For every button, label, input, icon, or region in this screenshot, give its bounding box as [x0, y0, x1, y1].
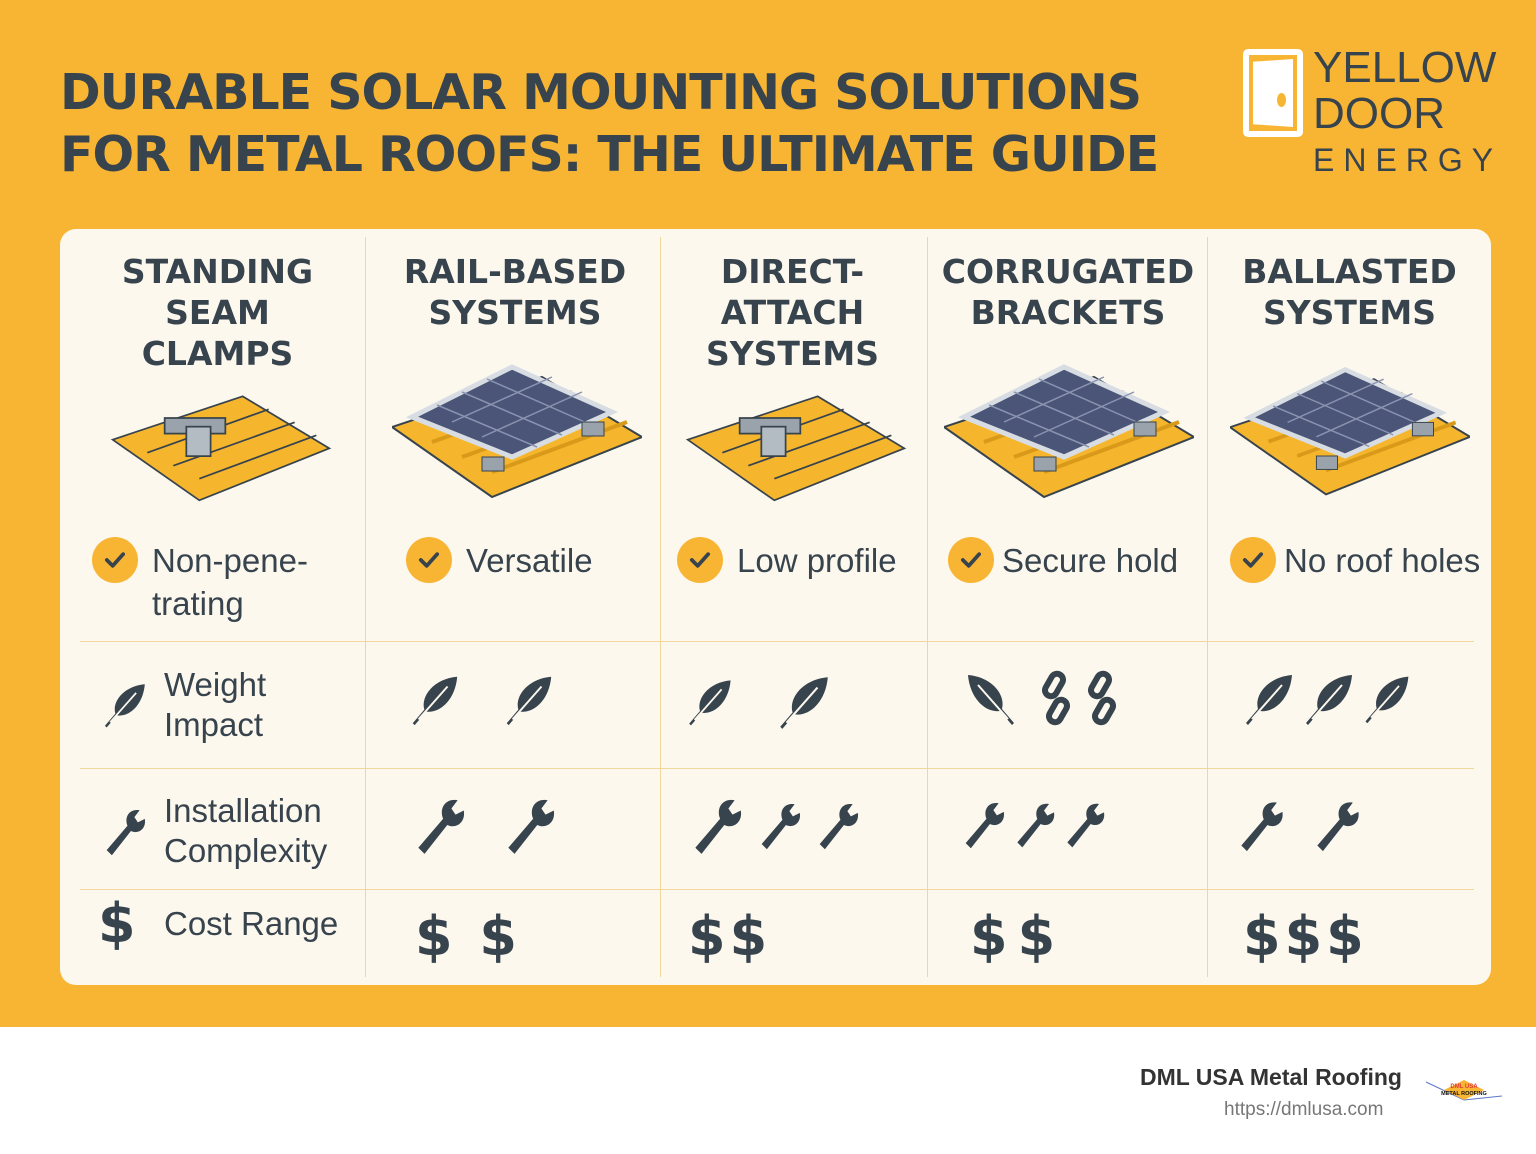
rail-based-illustration: [392, 357, 642, 507]
feather-icon: [1238, 669, 1298, 729]
check-icon: [948, 537, 994, 583]
footer-url[interactable]: https://dmlusa.com: [1224, 1099, 1384, 1120]
installation-rating: [957, 791, 1109, 857]
row-label-cost: $Cost Range: [98, 892, 339, 955]
column-divider: [365, 237, 366, 977]
feather-icon: [682, 675, 736, 729]
column-divider: [1207, 237, 1208, 977]
screwdriver-icon: [98, 795, 150, 867]
wrench-icon: [957, 791, 1009, 857]
installation-rating: [408, 793, 560, 857]
feather-icon: [958, 669, 1026, 729]
row-divider: [80, 768, 1474, 769]
feather-icon: [98, 679, 150, 731]
door-icon: [1243, 49, 1303, 137]
feather-icon: [1358, 671, 1414, 727]
check-icon: [677, 537, 723, 583]
page-title: DURABLE SOLAR MOUNTING SOLUTIONS FOR MET…: [60, 62, 1159, 186]
wrench-icon: [753, 793, 805, 857]
installation-rating: [1232, 795, 1364, 855]
check-icon: [92, 537, 138, 583]
wrench-icon: [1232, 795, 1288, 855]
weight-rating: [682, 671, 834, 733]
standing-seam-clamp-illustration: [96, 379, 346, 509]
installation-rating: [685, 793, 863, 857]
cost-rating: $ $: [415, 905, 521, 968]
feather-icon: [499, 671, 557, 729]
check-icon: [1230, 537, 1276, 583]
chain-icon: [1088, 669, 1118, 729]
wrench-icon: [1009, 791, 1059, 857]
cost-rating: $$: [970, 905, 1066, 968]
svg-text:DML USA: DML USA: [1450, 1084, 1478, 1090]
weight-rating: [958, 669, 1118, 729]
logo-text: ENERGY: [1313, 142, 1503, 178]
cost-rating: $$$: [1243, 905, 1368, 968]
title-line: FOR METAL ROOFS: THE ULTIMATE GUIDE: [60, 126, 1159, 183]
feature-item: Non-pene-trating: [92, 537, 308, 625]
column-divider: [660, 237, 661, 977]
ballasted-illustration: [1230, 357, 1470, 507]
feature-item: Low profile: [677, 537, 897, 583]
weight-rating: [405, 671, 557, 729]
logo-text: YELLOW: [1313, 43, 1497, 92]
direct-attach-illustration: [686, 379, 906, 509]
yellow-door-energy-logo: YELLOW DOOR ENERGY: [1243, 43, 1503, 178]
chain-icon: [1042, 669, 1072, 729]
row-divider: [80, 889, 1474, 890]
check-icon: [406, 537, 452, 583]
column-divider: [927, 237, 928, 977]
feather-icon: [1298, 669, 1358, 729]
svg-text:METAL ROOFING: METAL ROOFING: [1441, 1091, 1487, 1097]
feature-item: No roof holes: [1230, 537, 1480, 583]
title-line: DURABLE SOLAR MOUNTING SOLUTIONS: [60, 64, 1142, 121]
feather-icon: [405, 671, 463, 729]
weight-rating: [1238, 669, 1414, 729]
footer-company: DML USA Metal Roofing: [1140, 1064, 1402, 1090]
feature-item: Versatile: [406, 537, 593, 583]
cost-rating: $$: [688, 905, 772, 968]
feather-icon: [772, 671, 834, 733]
wrench-icon: [685, 793, 747, 857]
wrench-icon: [408, 793, 470, 857]
logo-text: DOOR: [1313, 89, 1445, 138]
dollar-icon: $: [98, 892, 140, 955]
wrench-icon: [1308, 795, 1364, 855]
wrench-icon: [1059, 791, 1109, 857]
wrench-icon: [498, 793, 560, 857]
row-divider: [80, 641, 1474, 642]
wrench-icon: [811, 793, 863, 857]
feature-item: Secure hold: [948, 537, 1178, 583]
corrugated-bracket-illustration: [944, 357, 1194, 507]
